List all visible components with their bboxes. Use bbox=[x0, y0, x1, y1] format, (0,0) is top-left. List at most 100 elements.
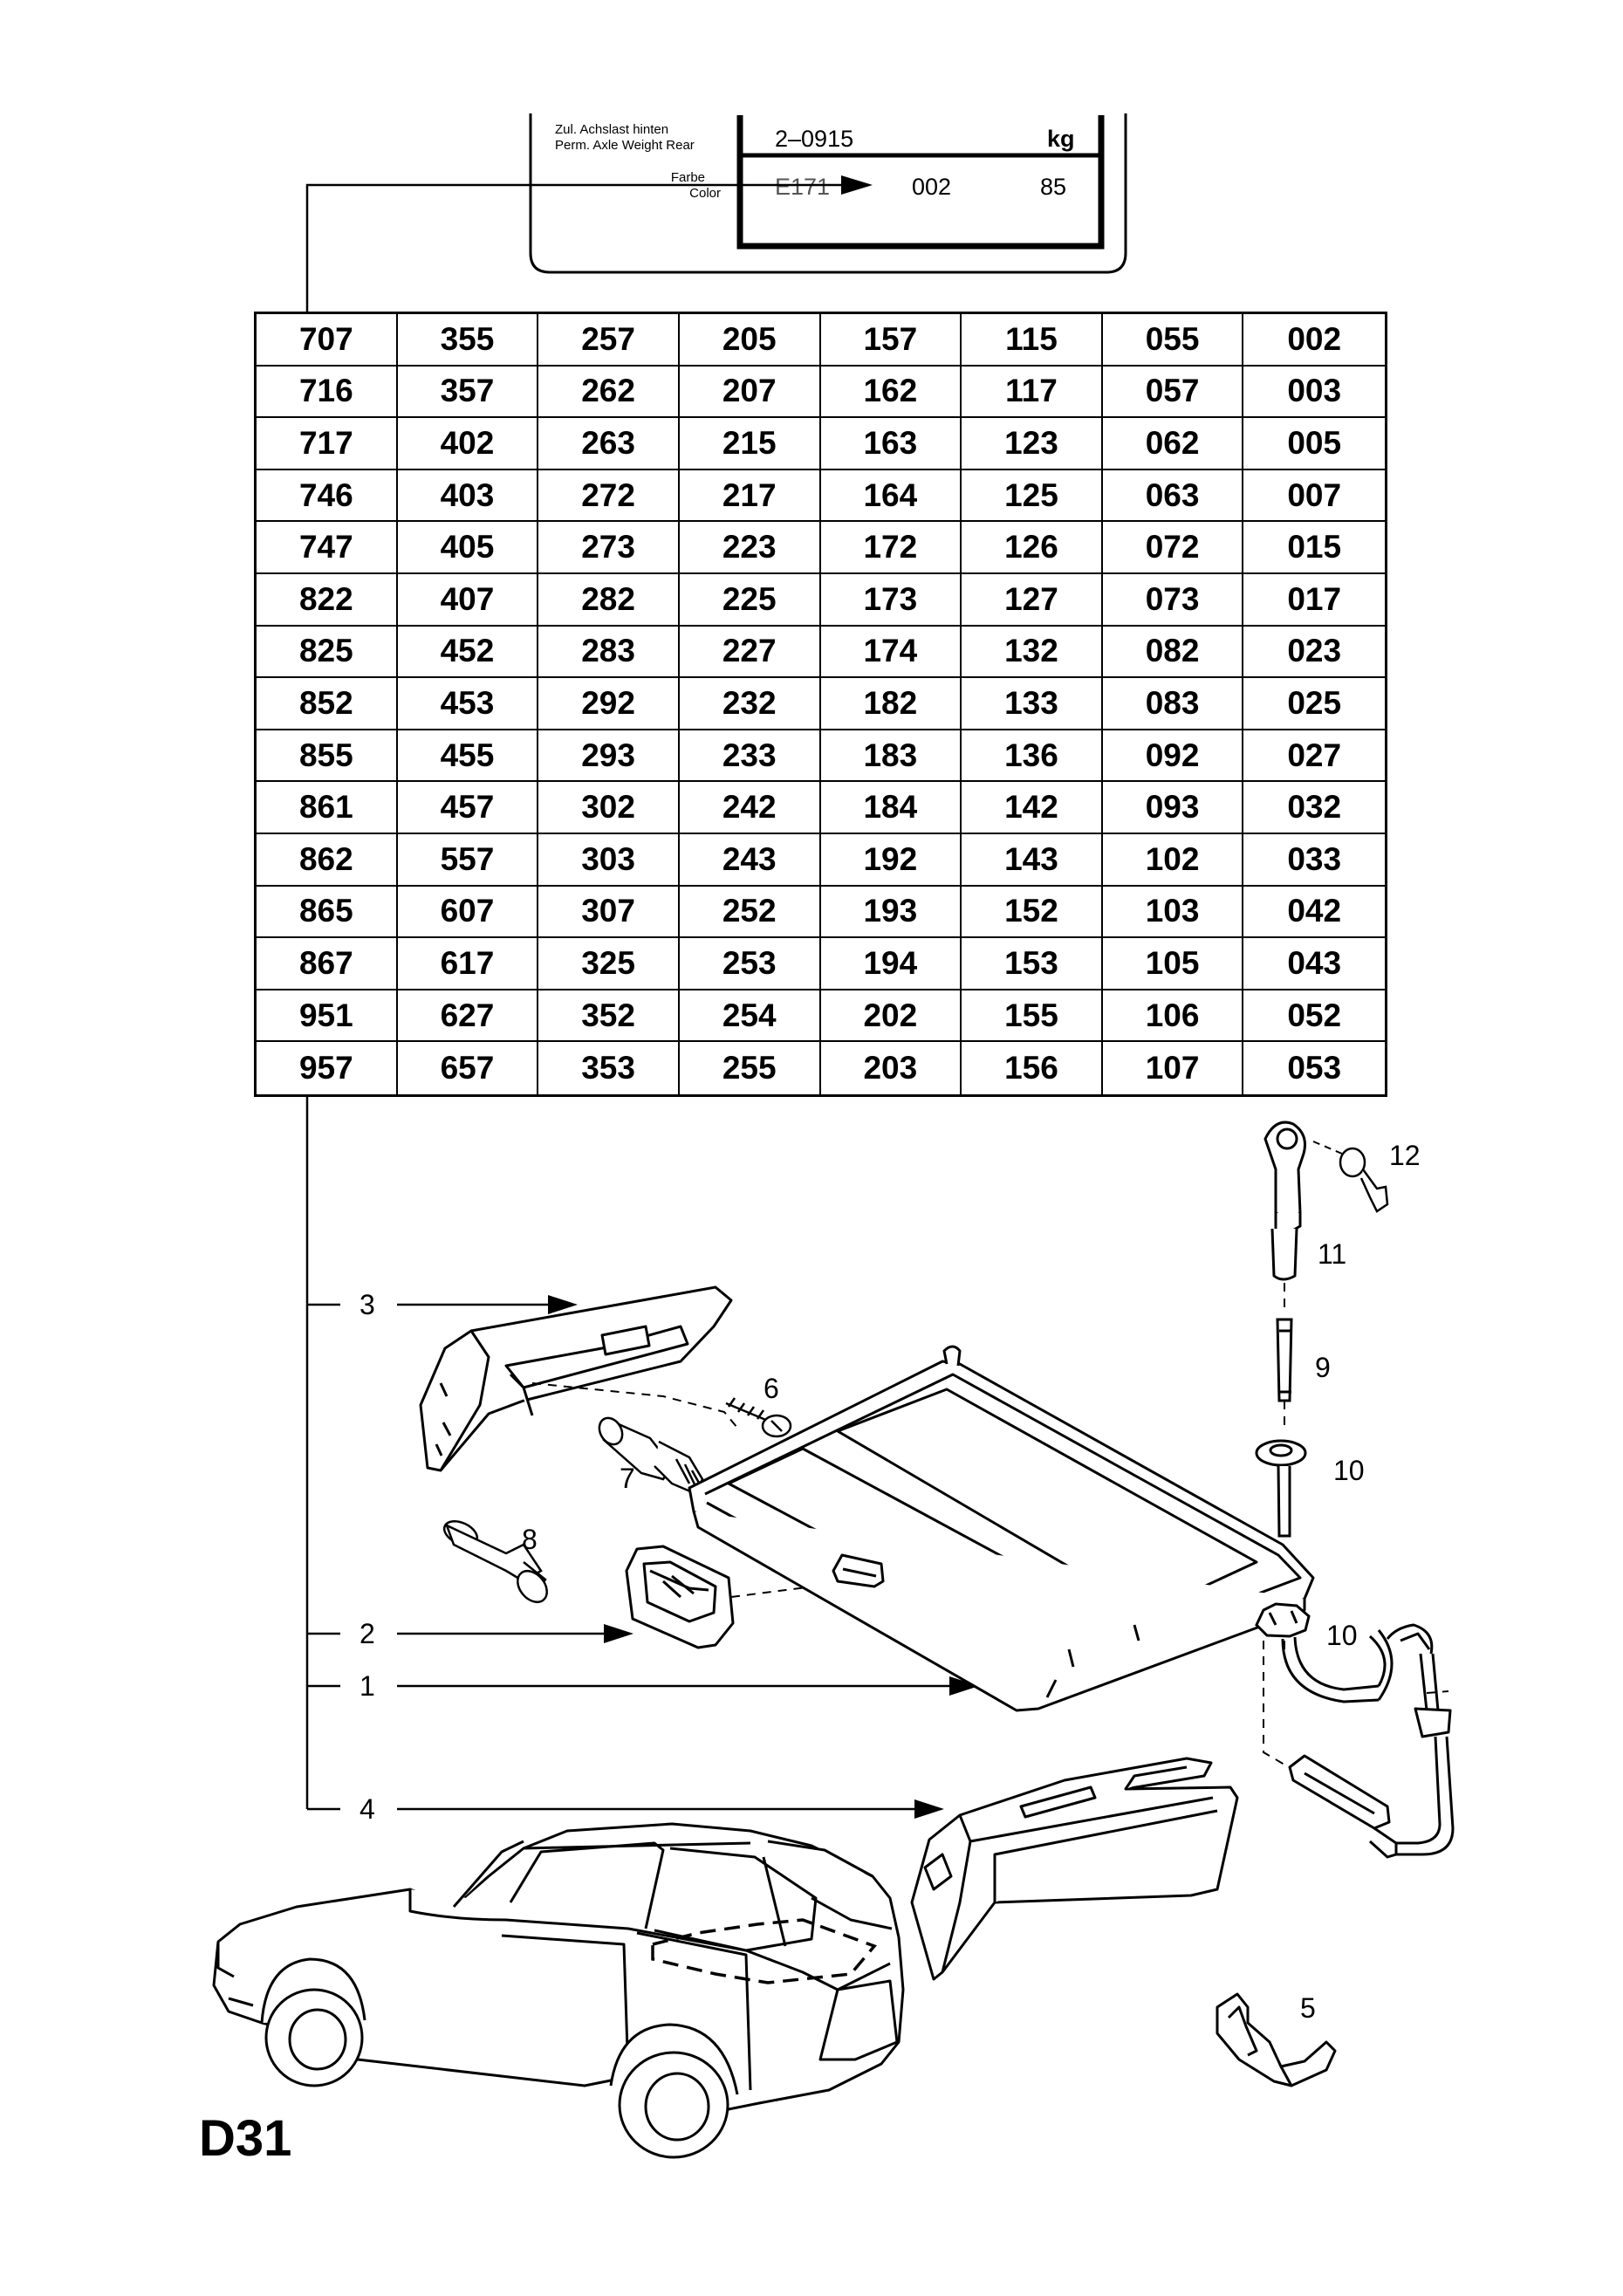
color-code-cell: 156 bbox=[962, 1042, 1103, 1094]
color-code-cell: 136 bbox=[962, 730, 1103, 783]
color-code-cell: 403 bbox=[397, 469, 539, 523]
color-code-cell: 132 bbox=[962, 626, 1103, 679]
callout-1: 1 bbox=[360, 1670, 375, 1702]
color-code-cell: 052 bbox=[1243, 990, 1385, 1043]
color-code-cell: 055 bbox=[1102, 314, 1244, 367]
car-wheel-rear bbox=[609, 2023, 739, 2159]
color-label-en: Color bbox=[689, 186, 721, 201]
color-code-cell: 852 bbox=[257, 678, 398, 730]
color-code-cell: 293 bbox=[538, 730, 680, 783]
color-code-cell: 002 bbox=[1243, 314, 1385, 367]
color-code-cell: 123 bbox=[962, 418, 1103, 470]
color-code-cell: 125 bbox=[962, 469, 1103, 523]
callout-4: 4 bbox=[360, 1793, 375, 1825]
color-code-cell: 452 bbox=[397, 626, 539, 679]
color-code-cell: 746 bbox=[257, 469, 398, 523]
color-code-cell: 355 bbox=[397, 314, 539, 367]
color-code-cell: 861 bbox=[257, 782, 398, 834]
part-3-dashed-link bbox=[531, 1382, 738, 1429]
color-code-cell: 105 bbox=[1102, 938, 1244, 990]
color-code-cell: 352 bbox=[538, 990, 680, 1043]
color-code-cell: 073 bbox=[1102, 573, 1244, 627]
color-code-cell: 017 bbox=[1243, 574, 1385, 627]
color-code-cell: 092 bbox=[1102, 730, 1244, 783]
callout-12: 12 bbox=[1389, 1140, 1421, 1171]
callout-10-lower: 10 bbox=[1326, 1620, 1358, 1651]
color-code-cell: 103 bbox=[1102, 886, 1244, 939]
color-code-cell: 174 bbox=[820, 626, 962, 679]
callout-7: 7 bbox=[620, 1463, 635, 1494]
car-highlight-dashed bbox=[651, 1918, 877, 1984]
axle-weight-value: 2–0915 bbox=[775, 126, 853, 152]
color-code-cell: 127 bbox=[962, 573, 1103, 627]
axle-weight-unit: kg bbox=[1047, 126, 1075, 152]
color-code-cell: 254 bbox=[679, 990, 821, 1043]
color-code-cell: 357 bbox=[397, 366, 539, 419]
callout-3: 3 bbox=[360, 1289, 375, 1320]
color-code-cell: 173 bbox=[820, 573, 962, 627]
color-code-cell: 162 bbox=[820, 366, 962, 419]
color-code-cell: 102 bbox=[1102, 833, 1244, 887]
axle-weight-label-de: Zul. Achslast hinten bbox=[555, 122, 668, 137]
part-11-strut bbox=[1263, 1121, 1306, 1281]
color-code-cell: 172 bbox=[820, 522, 962, 574]
color-code-cell: 117 bbox=[962, 366, 1103, 419]
callout-11: 11 bbox=[1318, 1238, 1346, 1270]
plate-arrow-icon bbox=[841, 175, 873, 195]
cable-hook-assembly bbox=[1281, 1623, 1455, 1856]
color-code-cell: 825 bbox=[257, 626, 398, 679]
color-code-cell: 865 bbox=[257, 886, 398, 939]
color-code-cell: 007 bbox=[1243, 470, 1385, 523]
color-code-cell: 951 bbox=[257, 990, 398, 1043]
color-code-cell: 407 bbox=[397, 573, 539, 627]
part-9-rod bbox=[1276, 1318, 1293, 1402]
plate-leader-line bbox=[305, 183, 848, 312]
color-code-cell: 015 bbox=[1243, 522, 1385, 574]
color-code-cell: 325 bbox=[538, 938, 680, 990]
color-code-cell: 255 bbox=[680, 1042, 821, 1094]
color-extra: 85 bbox=[1040, 174, 1066, 200]
color-code-cell: 243 bbox=[679, 833, 821, 887]
color-code-cell: 453 bbox=[397, 678, 539, 730]
color-code-cell: 033 bbox=[1243, 834, 1385, 887]
color-code-cell: 627 bbox=[397, 990, 539, 1043]
color-code-cell: 273 bbox=[538, 522, 680, 574]
color-code-cell: 005 bbox=[1243, 418, 1385, 470]
color-code-cell: 183 bbox=[820, 730, 962, 783]
color-code-cell: 115 bbox=[962, 314, 1103, 367]
part-12-dashed-link bbox=[1312, 1141, 1343, 1155]
color-code-cell: 152 bbox=[962, 886, 1103, 939]
color-code-cell: 557 bbox=[397, 833, 539, 887]
identification-plate bbox=[529, 113, 1127, 274]
part-10-grommet-upper bbox=[1255, 1439, 1307, 1467]
color-code-cell: 282 bbox=[538, 573, 680, 627]
color-code-cell: 455 bbox=[397, 730, 539, 783]
color-code-cell: 184 bbox=[820, 782, 962, 834]
color-code-cell: 027 bbox=[1243, 730, 1385, 783]
part-2-handle bbox=[625, 1545, 735, 1649]
color-code-cell: 057 bbox=[1102, 366, 1244, 419]
color-code-cell: 003 bbox=[1243, 367, 1385, 419]
callout-6: 6 bbox=[764, 1373, 779, 1404]
color-code-cell: 126 bbox=[962, 522, 1103, 574]
color-code-cell: 707 bbox=[257, 314, 398, 367]
color-code-cell: 253 bbox=[679, 938, 821, 990]
color-code-cell: 307 bbox=[538, 886, 680, 939]
color-code-cell: 153 bbox=[962, 938, 1103, 990]
callout-10-upper: 10 bbox=[1333, 1455, 1365, 1486]
cable-end bbox=[1368, 1827, 1398, 1859]
color-code-cell: 043 bbox=[1243, 938, 1385, 990]
callout-9: 9 bbox=[1315, 1352, 1331, 1383]
color-code-cell: 302 bbox=[538, 782, 680, 834]
callout-2: 2 bbox=[360, 1618, 375, 1649]
color-code-cell: 657 bbox=[398, 1042, 539, 1094]
part-8-pin bbox=[442, 1519, 548, 1604]
color-code-cell: 303 bbox=[538, 833, 680, 887]
color-code-cell: 203 bbox=[821, 1042, 962, 1094]
axle-weight-label-en: Perm. Axle Weight Rear bbox=[555, 138, 695, 153]
cable-dashed-path bbox=[1263, 1641, 1449, 1765]
color-code-cell: 032 bbox=[1243, 782, 1385, 834]
color-code-cell: 215 bbox=[679, 418, 821, 470]
